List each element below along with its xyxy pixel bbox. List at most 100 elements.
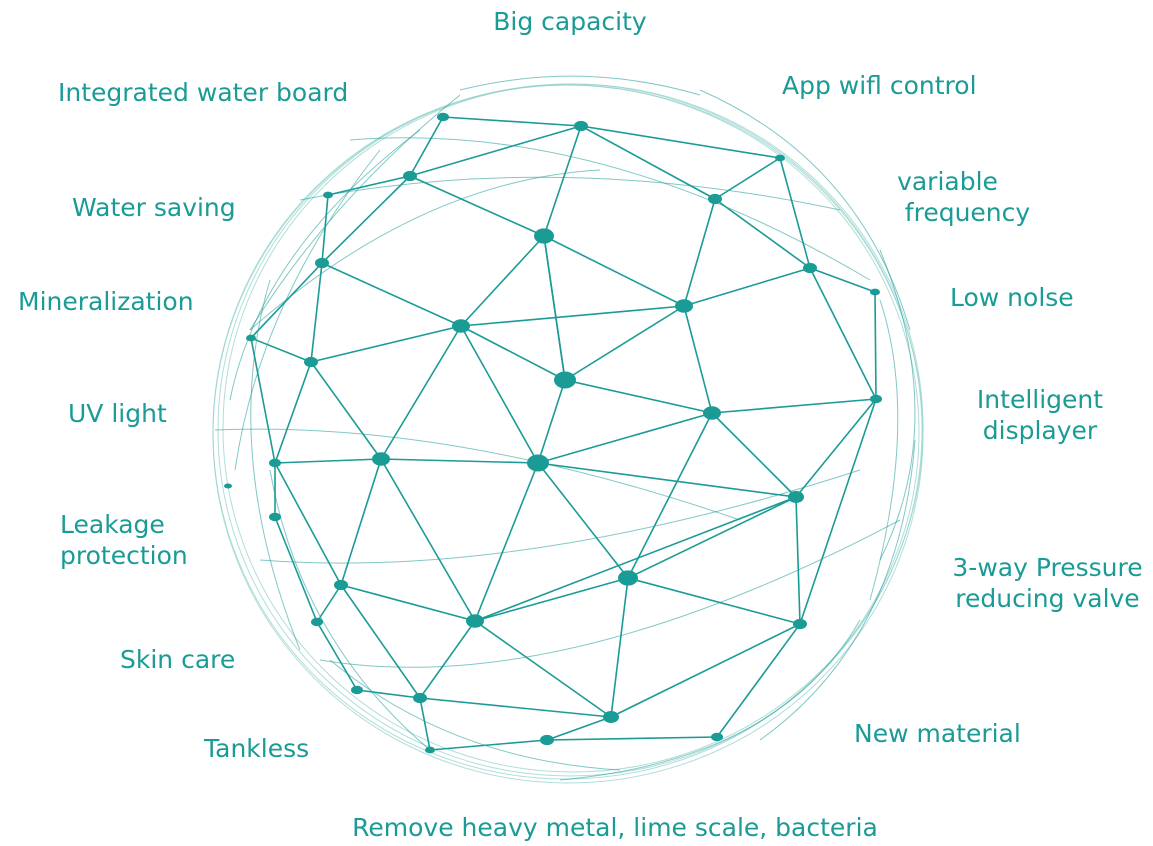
label-big-capacity: Big capacity (493, 7, 647, 36)
globe-node-21 (269, 458, 281, 468)
globe-edge-25 (380, 458, 476, 622)
globe-node-10 (304, 356, 318, 368)
globe-edge-47 (580, 125, 716, 200)
globe-edge-72 (874, 291, 877, 400)
globe-edge-28 (340, 458, 382, 586)
label-mineralization: Mineralization (18, 287, 194, 316)
globe-node-22 (269, 512, 281, 522)
globe-arc-2 (250, 279, 301, 651)
globe-edge-51 (809, 267, 877, 400)
globe-edge-49 (714, 157, 781, 200)
globe-arc-6 (759, 439, 916, 741)
globe-edge-43 (321, 194, 329, 264)
globe-edge-71 (779, 157, 811, 269)
globe-rim-2 (222, 83, 924, 773)
globe-edge-42 (321, 175, 411, 264)
globe-edge-35 (474, 496, 797, 622)
globe-node-19 (603, 711, 619, 723)
globe-arc-13 (259, 469, 861, 564)
globe-node-12 (403, 170, 417, 182)
globe-edge-34 (795, 496, 801, 625)
globe-node-7 (618, 570, 638, 586)
globe-edge-61 (356, 689, 421, 699)
label-skin-care: Skin care (120, 645, 236, 674)
globe-node-29 (775, 154, 785, 162)
globe-edge-33 (795, 398, 877, 498)
label-intelligent-displayer-line2: displayer (982, 416, 1098, 445)
globe-node-13 (708, 193, 722, 205)
globe-node-9 (466, 614, 484, 628)
globe-edge-27 (274, 458, 382, 464)
label-app-wifi-control: App wifl control (782, 71, 977, 100)
globe-rim-1 (212, 84, 920, 780)
globe-edge-57 (610, 623, 801, 718)
globe-edge-50 (442, 116, 582, 127)
globe-node-2 (675, 299, 693, 313)
globe-node-14 (574, 120, 588, 132)
globe-node-11 (315, 257, 329, 269)
globe-arc-14 (319, 519, 901, 668)
globe-edge-10 (564, 305, 685, 381)
globe-edge-20 (627, 412, 713, 579)
globe-edge-11 (683, 305, 713, 414)
globe-arc-8 (699, 89, 911, 331)
globe-edge-7 (321, 262, 462, 327)
globe-edge-60 (546, 716, 612, 741)
globe-edge-24 (537, 462, 797, 498)
globe-arc-12 (299, 176, 841, 211)
globe-edge-3 (409, 175, 545, 237)
globe-node-26 (311, 617, 323, 627)
globe-edge-64 (250, 337, 276, 464)
globe-edge-17 (537, 412, 713, 464)
globe-edge-40 (310, 262, 323, 363)
label-intelligent-displayer-line1: Intelligent (976, 385, 1104, 414)
globe-edge-4 (543, 125, 582, 237)
globe-node-6 (372, 452, 390, 466)
globe-edge-52 (809, 267, 876, 293)
label-integrated-water-board: Integrated water board (58, 78, 349, 107)
globe-edge-2 (543, 235, 685, 307)
globe-edge-48 (714, 198, 811, 269)
globe-edge-67 (429, 739, 548, 751)
globe-edge-69 (327, 175, 411, 196)
globe-arc-17 (869, 299, 899, 601)
label-leakage-protection-line2: protection (60, 541, 188, 570)
globe-edge-70 (580, 125, 781, 159)
globe-node-5 (527, 454, 549, 472)
globe-edge-38 (419, 620, 476, 699)
label-variable-frequency-line2: frequency (904, 198, 1031, 227)
globe-edge-6 (310, 325, 462, 363)
label-leakage-protection: Leakage protection (60, 509, 188, 571)
label-pressure-reducing-valve: 3-way Pressure reducing valve (940, 552, 1153, 614)
globe-edge-5 (460, 325, 566, 381)
label-variable-frequency: variable frequency (880, 166, 1055, 228)
globe-edge-56 (316, 584, 342, 623)
label-low-noise: Low nolse (950, 283, 1074, 312)
globe-node-27 (351, 685, 363, 695)
globe-edge-68 (316, 621, 358, 691)
label-remove-heavy-metal: Remove heavy metal, lime scale, bacteria (352, 813, 878, 842)
globe-edge-8 (380, 325, 462, 460)
globe-edge-36 (340, 584, 476, 622)
globe-node-24 (711, 732, 723, 742)
globe-node-0 (534, 228, 554, 244)
globe-node-20 (413, 692, 427, 704)
globe-edge-39 (274, 361, 312, 464)
label-new-material: New material (854, 719, 1021, 748)
globe-edge-32 (627, 577, 801, 625)
label-water-saving: Water saving (72, 193, 236, 222)
globe-edge-66 (546, 736, 718, 741)
globe-node-1 (452, 319, 470, 333)
globe-arc-10 (249, 169, 601, 331)
globe-edge-59 (419, 697, 612, 718)
globe-node-8 (788, 491, 804, 503)
globe-node-23 (540, 734, 554, 746)
globe-edge-41 (250, 337, 312, 363)
globe-arc-0 (249, 94, 461, 331)
globe-edge-0 (460, 235, 545, 327)
globe-edge-29 (474, 577, 629, 622)
globe-edge-55 (274, 462, 342, 586)
label-pressure-reducing-valve-line2: reducing valve (955, 584, 1140, 613)
globe-node-32 (425, 746, 435, 754)
